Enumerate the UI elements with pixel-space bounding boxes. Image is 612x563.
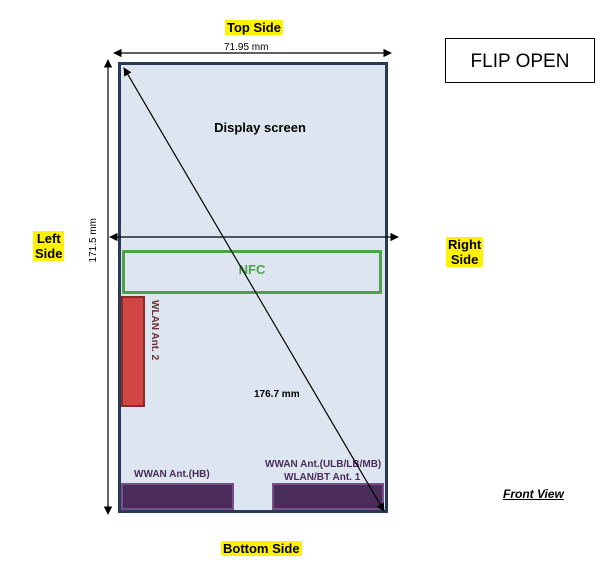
front-view-label: Front View xyxy=(503,487,564,501)
right-side-label: Right Side xyxy=(446,237,484,267)
width-dimension-label: 71.95 mm xyxy=(224,42,269,53)
wlan-bt-ant-1-label: WLAN/BT Ant. 1 xyxy=(284,472,361,483)
left-side-label-line2: Side xyxy=(33,246,65,261)
flip-open-label: FLIP OPEN xyxy=(445,38,595,83)
left-side-label-line1: Left xyxy=(33,231,65,246)
left-side-label: Left Side xyxy=(33,231,65,261)
diagonal-dimension-label: 176.7 mm xyxy=(254,389,300,400)
right-side-label-line1: Right xyxy=(446,237,484,252)
wlan-ant-2-label: WLAN Ant. 2 xyxy=(149,300,160,361)
wwan-ulb-label: WWAN Ant.(ULB/LB/MB) xyxy=(265,459,382,470)
height-dimension-label: 171.5 mm xyxy=(88,218,99,263)
wlan-ant-2-area xyxy=(121,296,145,407)
wwan-hb-antenna-area xyxy=(121,483,234,510)
top-side-label: Top Side xyxy=(225,20,283,35)
wwan-ulb-antenna-area xyxy=(272,483,384,510)
bottom-side-label: Bottom Side xyxy=(221,541,302,556)
display-screen-label: Display screen xyxy=(214,120,306,135)
nfc-label: NFC xyxy=(238,262,266,277)
wwan-hb-label: WWAN Ant.(HB) xyxy=(134,469,210,480)
right-side-label-line2: Side xyxy=(446,252,484,267)
